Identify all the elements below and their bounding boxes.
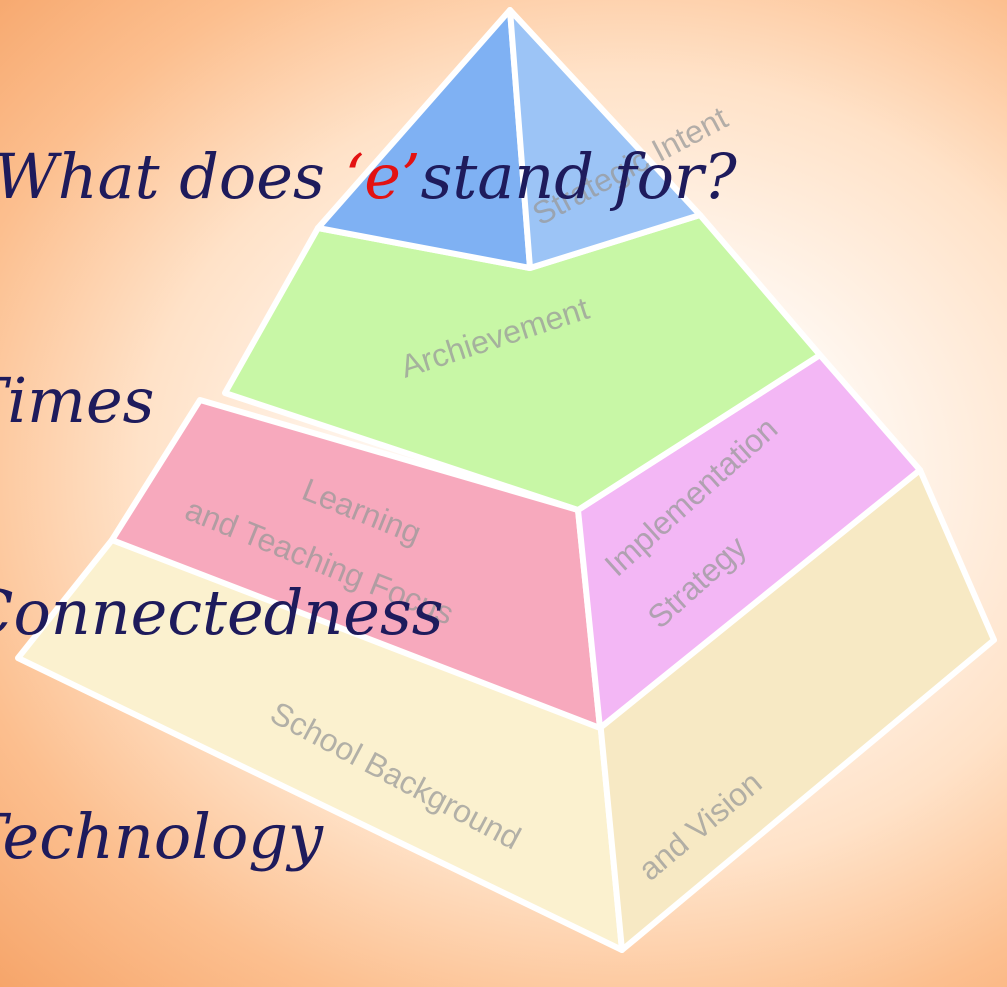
pyramid-top-right <box>507 7 703 271</box>
question-heading: What does ‘e’stand for? <box>0 146 737 208</box>
question-prefix: What does <box>0 140 345 213</box>
pyramid-top-left <box>315 7 533 271</box>
item-connectedness: Connectedness <box>0 576 444 649</box>
item-technology: Technology <box>0 800 324 873</box>
question-highlight: ‘e’ <box>344 140 421 213</box>
question-suffix: stand for? <box>420 140 737 213</box>
item-times: Times <box>0 364 155 437</box>
